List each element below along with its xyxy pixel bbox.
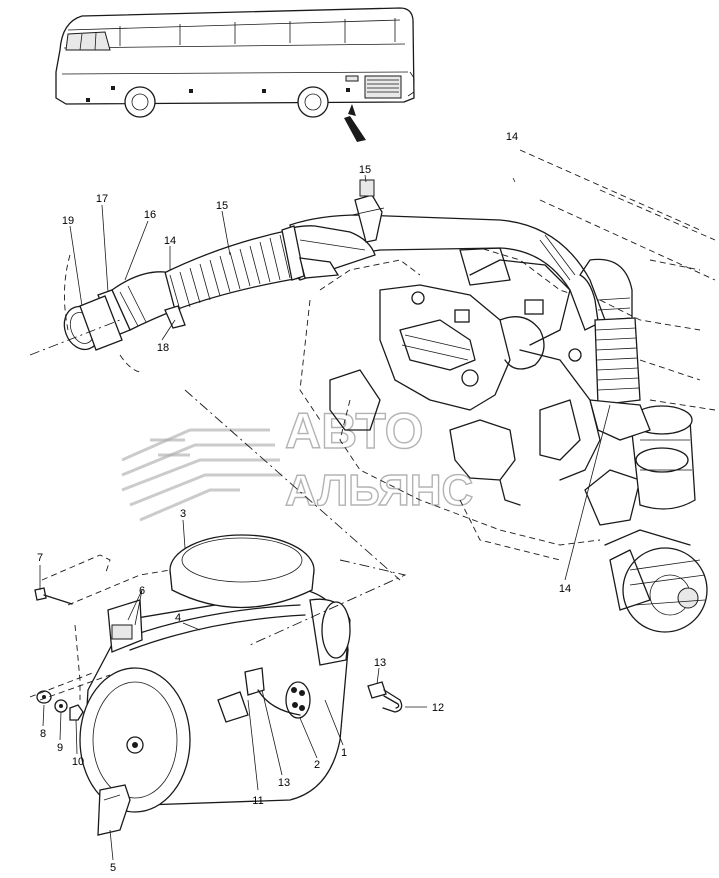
air-cleaner-assembly [29,534,403,836]
center-line [29,319,407,646]
watermark: АВТО АЛЬЯНС [121,402,474,522]
callout-14-upper: 14 [506,131,518,143]
callout-11: 11 [252,795,263,807]
callout-16: 15 [359,164,371,176]
callout-17: 16 [144,209,156,221]
callout-4: 4 [175,612,181,624]
callout-3: 3 [180,508,186,520]
callout-12: 12 [432,702,444,714]
callout-20: 19 [62,215,74,227]
bus-overview-illustration [55,7,415,142]
callout-19: 18 [157,342,169,354]
callout-15-lower: 14 [559,583,571,595]
callout-5: 5 [110,862,116,874]
callout-1: 1 [341,747,347,759]
callout-13-upper: 13 [374,657,386,669]
callout-18: 17 [96,193,108,205]
callout-15-upper: 14 [164,235,176,247]
intake-hose-assembly [63,179,385,373]
callout-6: 6 [139,585,145,597]
pointer-arrow-icon [348,104,356,116]
callout-2: 2 [314,759,320,771]
callout-labels: 14 15 15 17 16 19 14 18 14 3 4 6 7 8 9 1… [37,131,571,874]
callout-10: 10 [72,756,84,768]
watermark-line2: АЛЬЯНС [285,466,473,515]
watermark-logo [121,428,282,522]
callout-8: 8 [40,728,46,740]
callout-7: 7 [37,552,43,564]
callout-9: 9 [57,742,63,754]
callout-13-lower: 13 [278,777,290,789]
watermark-line1: АВТО [285,403,424,459]
leader-lines [39,174,611,861]
callout-14-lower: 15 [216,200,228,212]
